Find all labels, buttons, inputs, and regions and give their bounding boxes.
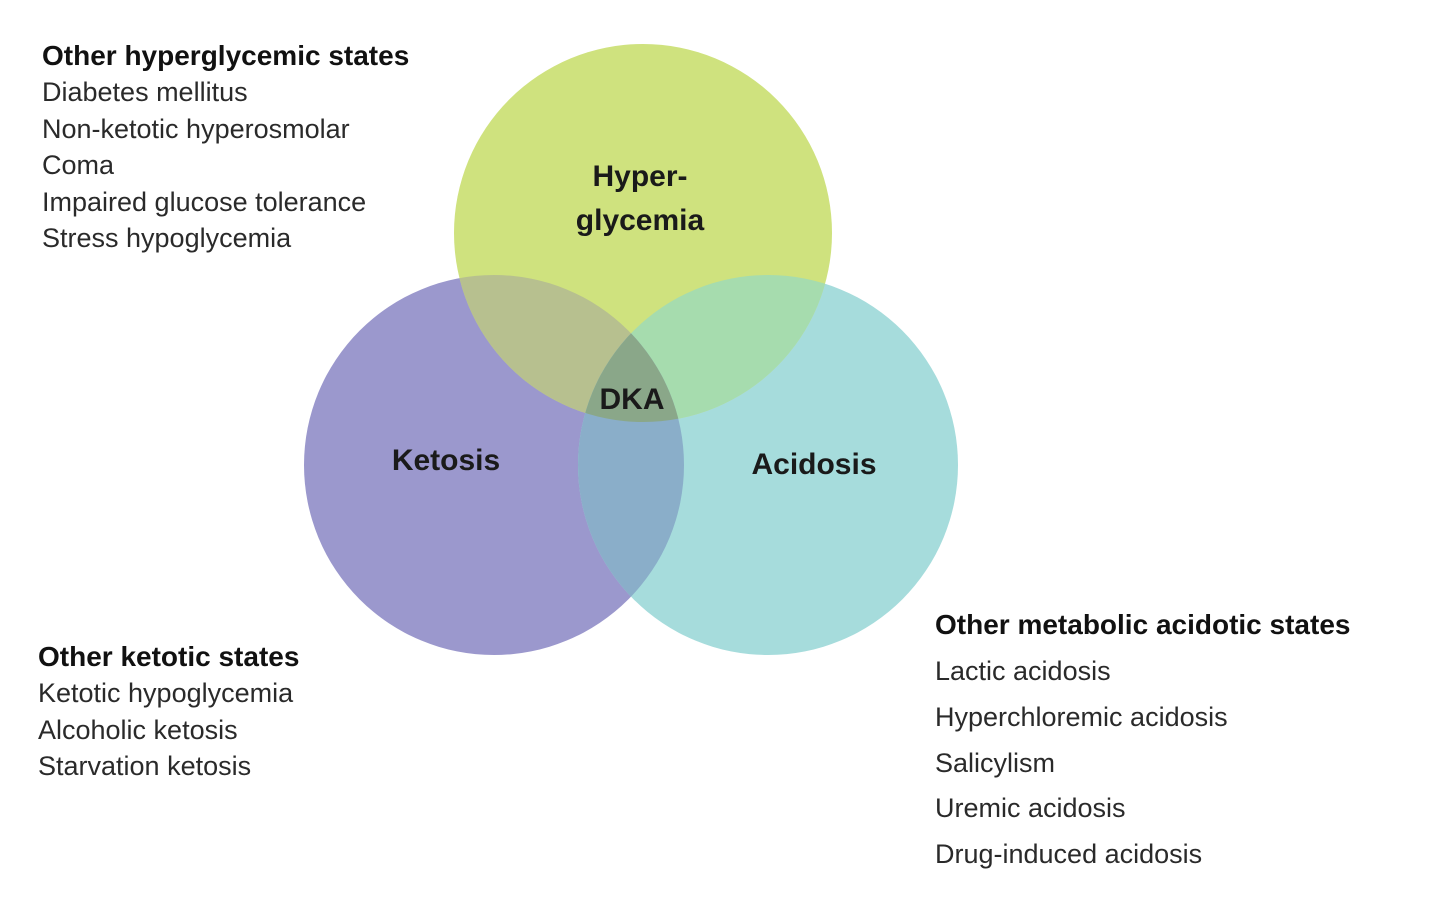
acidotic-states-list: Lactic acidosis Hyperchloremic acidosis … [935,649,1350,878]
label-hyperglycemia-line1: Hyper- [592,160,687,193]
list-item: Stress hypoglycemia [42,223,292,253]
overlap-hyperglycemia-acidosis [578,275,832,422]
list-item: Coma [42,150,115,180]
hyperglycemic-states-heading: Other hyperglycemic states [42,40,410,71]
list-item: Hyperchloremic acidosis [935,701,1228,732]
label-dka: DKA [600,383,665,416]
ketotic-states-list: Ketotic hypoglycemia Alcoholic ketosis S… [38,675,299,785]
list-item: Starvation ketosis [38,751,252,781]
list-item: Drug-induced acidosis [935,839,1203,870]
list-item: Non-ketotic hyperosmolar [42,113,350,144]
list-item: Salicylism [935,747,1056,778]
overlap-hyperglycemia-ketosis [454,275,684,422]
hyperglycemic-states-list: Diabetes mellitus Non-ketotic hyperosmol… [42,74,409,257]
list-item: Diabetes mellitus [42,77,248,107]
list-item: Ketotic hypoglycemia [38,678,294,708]
label-acidosis: Acidosis [751,448,876,481]
label-hyperglycemia-line2: glycemia [576,204,705,237]
label-ketosis: Ketosis [392,444,500,477]
list-item: Uremic acidosis [935,793,1126,824]
ketotic-states-block: Other ketotic states Ketotic hypoglycemi… [38,639,299,785]
acidotic-states-heading: Other metabolic acidotic states [935,609,1351,640]
acidotic-states-block: Other metabolic acidotic states Lactic a… [935,605,1350,878]
list-item: Alcoholic ketosis [38,714,238,745]
ketotic-states-heading: Other ketotic states [38,641,300,672]
list-item: Lactic acidosis [935,656,1111,686]
list-item: Impaired glucose tolerance [42,186,367,217]
hyperglycemic-states-block: Other hyperglycemic states Diabetes mell… [42,38,409,257]
